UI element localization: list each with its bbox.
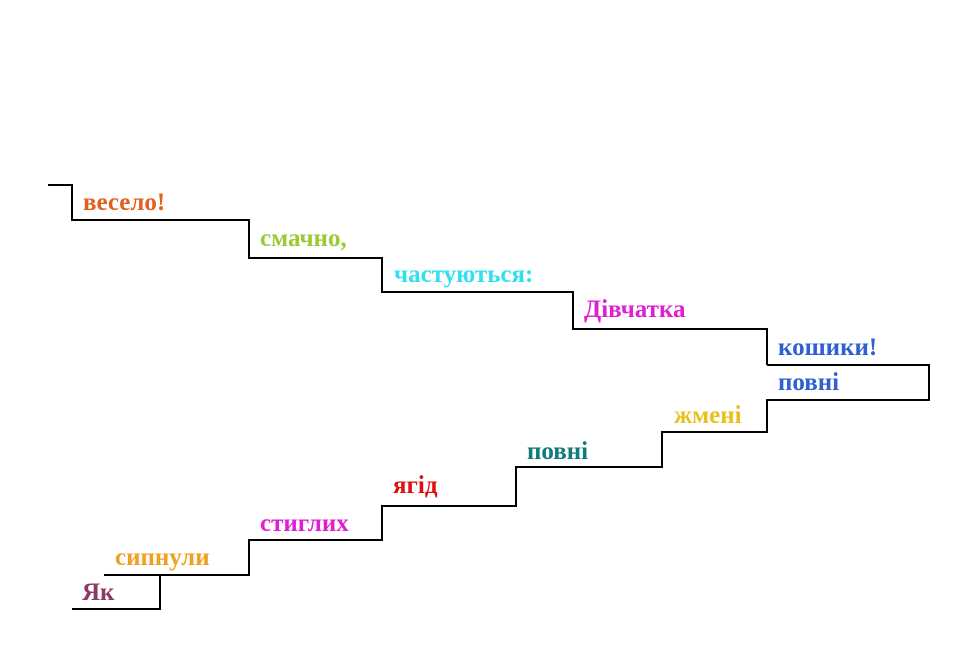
word-sypnuly: сипнули xyxy=(115,544,210,571)
word-povni-2: повні xyxy=(778,369,840,396)
word-divchatka: Дівчатка xyxy=(584,296,686,323)
word-veselo: весело! xyxy=(83,189,166,216)
word-yahid: ягід xyxy=(393,472,438,499)
word-zhmeni: жмені xyxy=(674,402,742,429)
word-koshyky: кошики! xyxy=(778,334,878,361)
word-styhlykh: стиглих xyxy=(260,510,349,537)
word-chastuyutsia: частуються: xyxy=(394,261,534,288)
word-povni-1: повні xyxy=(527,438,589,465)
word-smachno: смачно, xyxy=(260,225,347,252)
descending-staircase-line xyxy=(48,184,768,365)
ascending-staircase-line xyxy=(72,364,930,610)
word-yak: Як xyxy=(82,579,115,606)
